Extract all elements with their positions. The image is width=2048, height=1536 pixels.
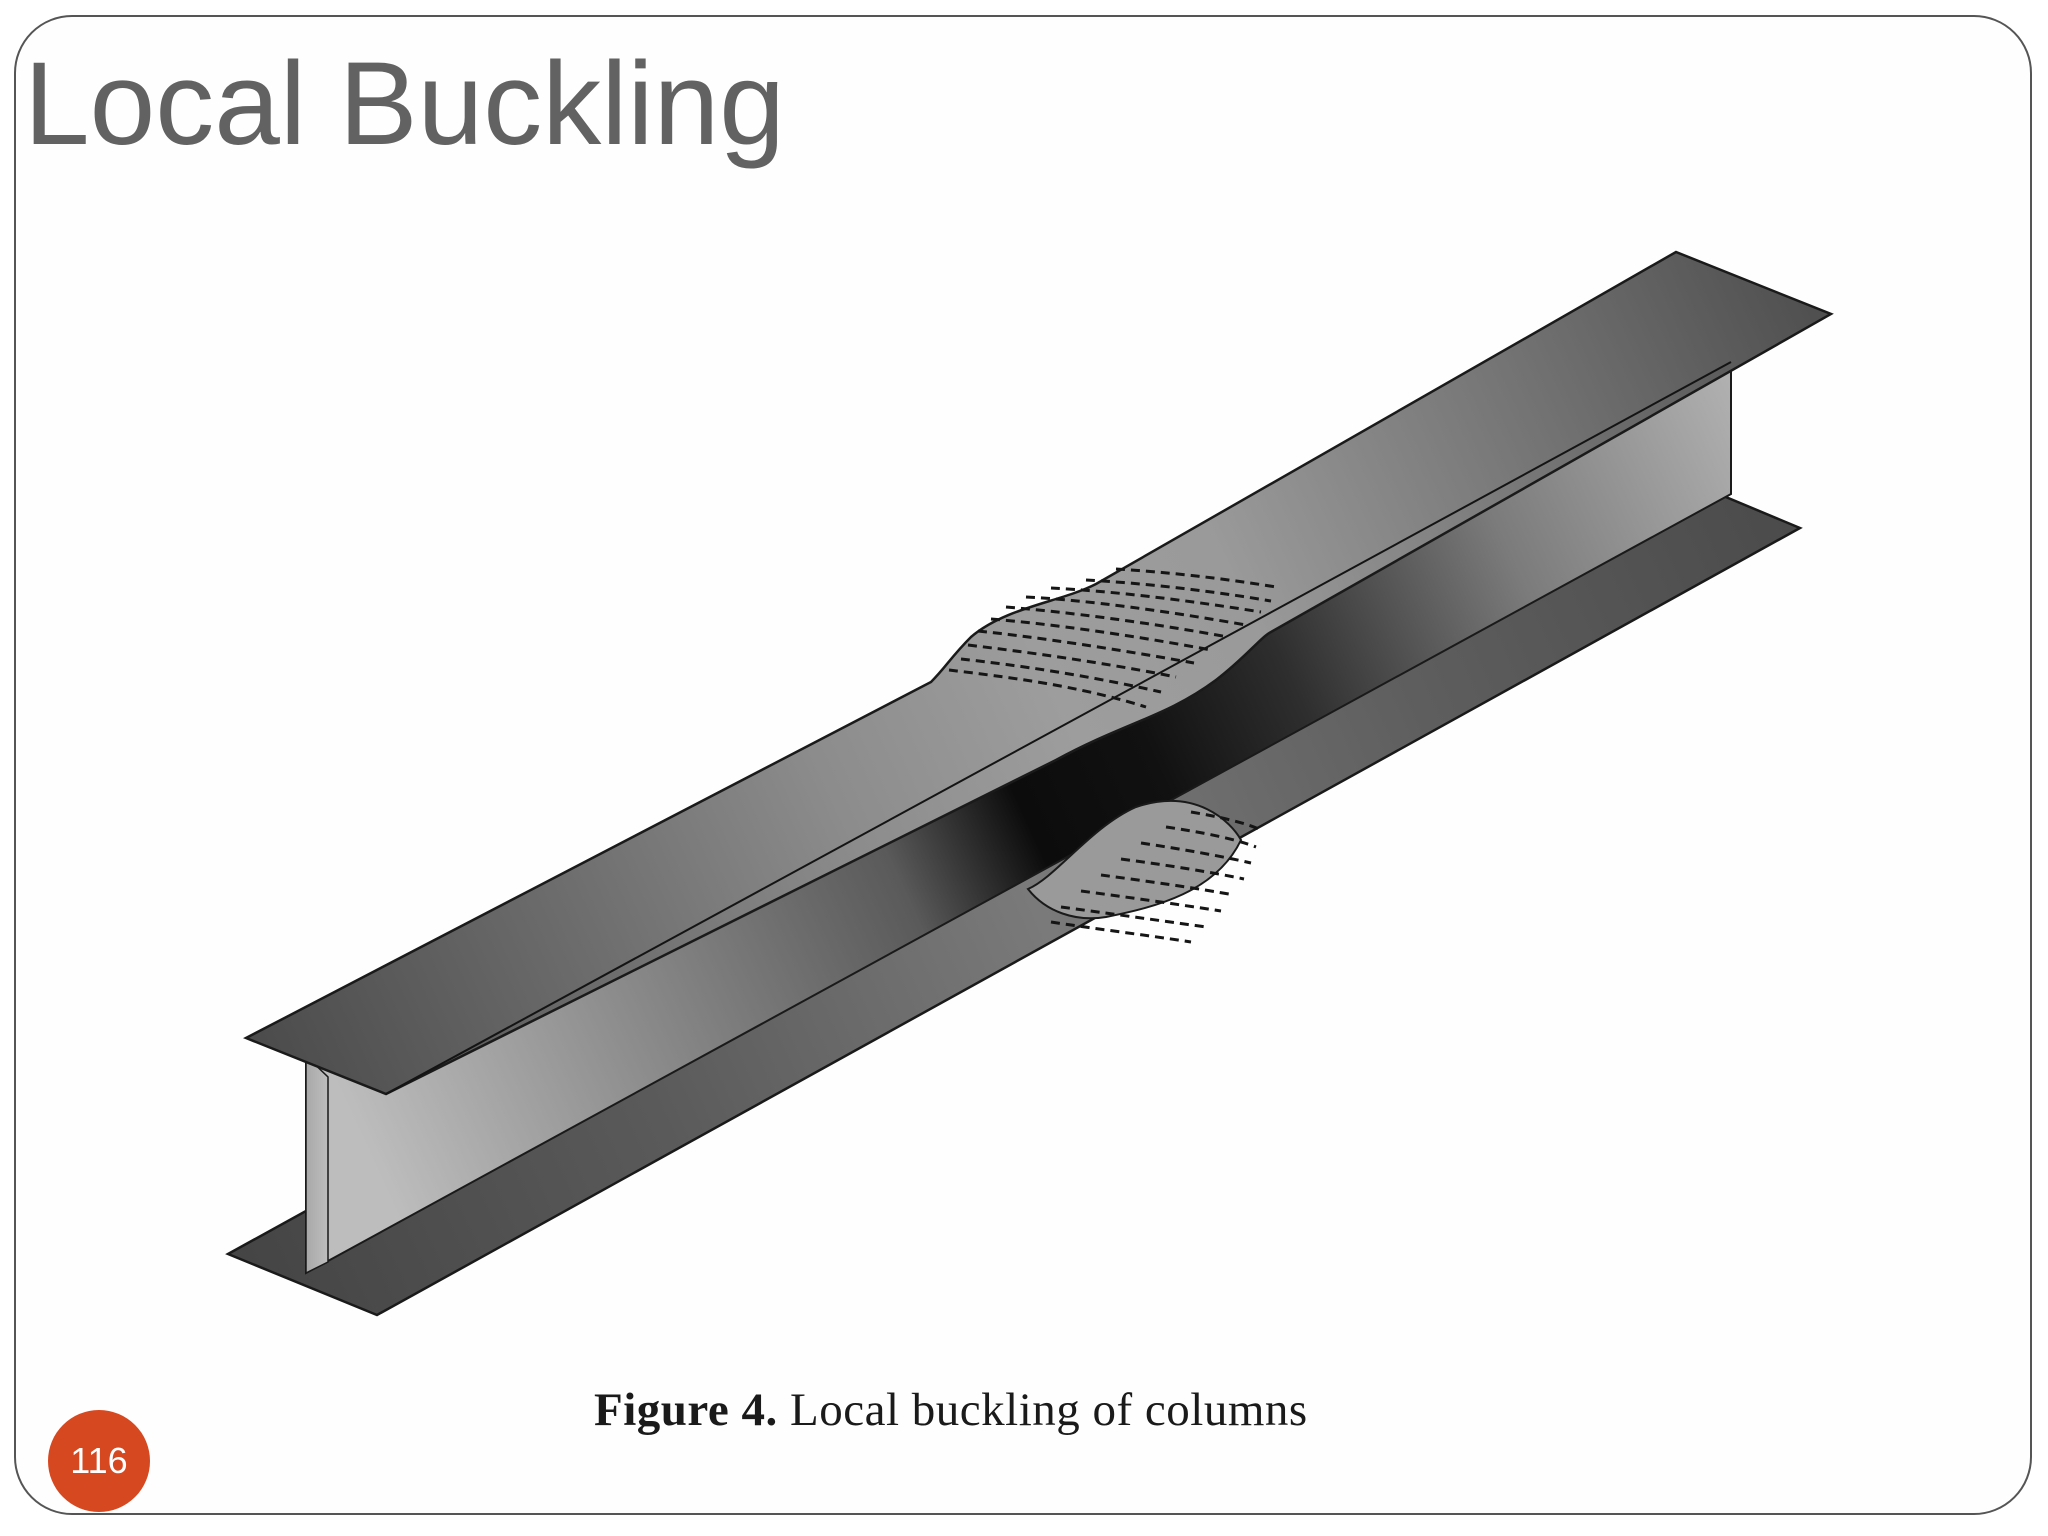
- i-beam-figure: [225, 250, 1834, 1317]
- figure-caption-text: Local buckling of columns: [790, 1384, 1308, 1436]
- web: [305, 360, 1732, 1275]
- flange-web-junction: [385, 361, 1732, 1095]
- figure-caption-lead: Figure 4.: [594, 1384, 778, 1436]
- figure-caption: Figure 4. Local buckling of columns: [594, 1382, 1494, 1438]
- slide: Local Buckling: [14, 15, 2032, 1515]
- top-flange: [243, 250, 1834, 1096]
- upper-buckle-dashes: [948, 567, 1277, 709]
- web-end-face: [305, 1054, 329, 1275]
- lower-buckle-dashes: [1050, 810, 1262, 944]
- page-number-badge: 116: [48, 1410, 150, 1512]
- slide-title: Local Buckling: [24, 38, 785, 170]
